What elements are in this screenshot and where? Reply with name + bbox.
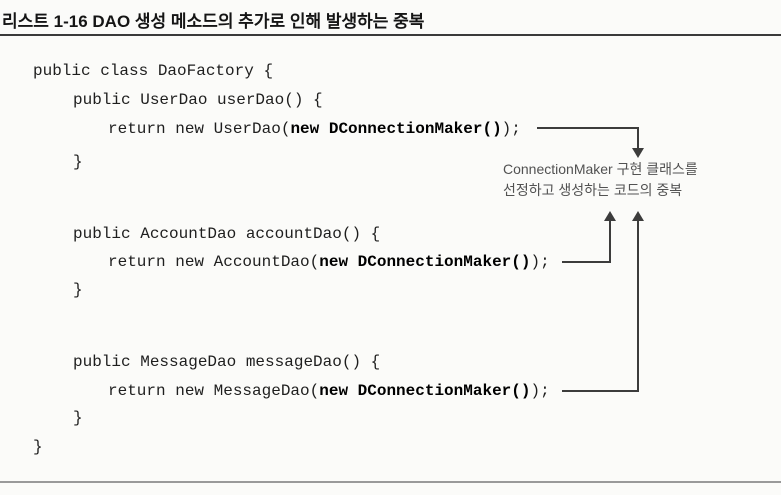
code-text-bold: new DConnectionMaker() (319, 253, 531, 271)
code-text: } (73, 409, 83, 427)
code-text: return new UserDao( (108, 120, 291, 138)
arrow-down-icon (632, 148, 644, 158)
code-line-accountdao-return: return new AccountDao(new DConnectionMak… (108, 252, 550, 272)
duplication-annotation: ConnectionMaker 구현 클래스를 선정하고 생성하는 코드의 중복 (503, 159, 698, 201)
code-line-close-brace: } (73, 408, 83, 428)
code-text: public MessageDao messageDao() { (73, 353, 381, 371)
code-text: ); (530, 253, 550, 271)
code-text: public class DaoFactory { (33, 62, 274, 80)
code-line-messagedao-return: return new MessageDao(new DConnectionMak… (108, 381, 550, 401)
code-text: public AccountDao accountDao() { (73, 225, 381, 243)
code-text: } (33, 438, 43, 456)
annotation-line-2: 선정하고 생성하는 코드의 중복 (503, 182, 683, 198)
arrow-up-icon (632, 211, 644, 221)
code-text-bold: new DConnectionMaker() (319, 382, 531, 400)
title-divider (0, 34, 781, 36)
messagedao-connector-horizontal-line (562, 390, 639, 392)
accountdao-connector-horizontal-line (562, 261, 611, 263)
annotation-line-1: ConnectionMaker 구현 클래스를 (503, 161, 698, 177)
userdao-connector-vertical-line (637, 127, 639, 149)
code-line-class-close: } (33, 437, 43, 457)
code-line-messagedao-signature: public MessageDao messageDao() { (73, 352, 380, 372)
code-line-close-brace: } (73, 152, 83, 172)
code-line-userdao-signature: public UserDao userDao() { (73, 90, 323, 110)
bottom-divider (0, 481, 781, 483)
code-text: } (73, 153, 83, 171)
code-line-class-open: public class DaoFactory { (33, 61, 273, 81)
code-text: return new AccountDao( (108, 253, 320, 271)
accountdao-connector-vertical-line (609, 219, 611, 263)
code-line-userdao-return: return new UserDao(new DConnectionMaker(… (108, 119, 521, 139)
code-line-close-brace: } (73, 280, 83, 300)
arrow-up-icon (604, 211, 616, 221)
code-text: public UserDao userDao() { (73, 91, 323, 109)
messagedao-connector-vertical-line (637, 219, 639, 392)
listing-title: 리스트 1-16 DAO 생성 메소드의 추가로 인해 발생하는 중복 (2, 12, 425, 31)
code-text-bold: new DConnectionMaker() (290, 120, 502, 138)
code-text: ); (501, 120, 521, 138)
code-text: return new MessageDao( (108, 382, 320, 400)
code-line-accountdao-signature: public AccountDao accountDao() { (73, 224, 380, 244)
code-text: ); (530, 382, 550, 400)
userdao-connector-horizontal-line (537, 127, 639, 129)
code-text: } (73, 281, 83, 299)
